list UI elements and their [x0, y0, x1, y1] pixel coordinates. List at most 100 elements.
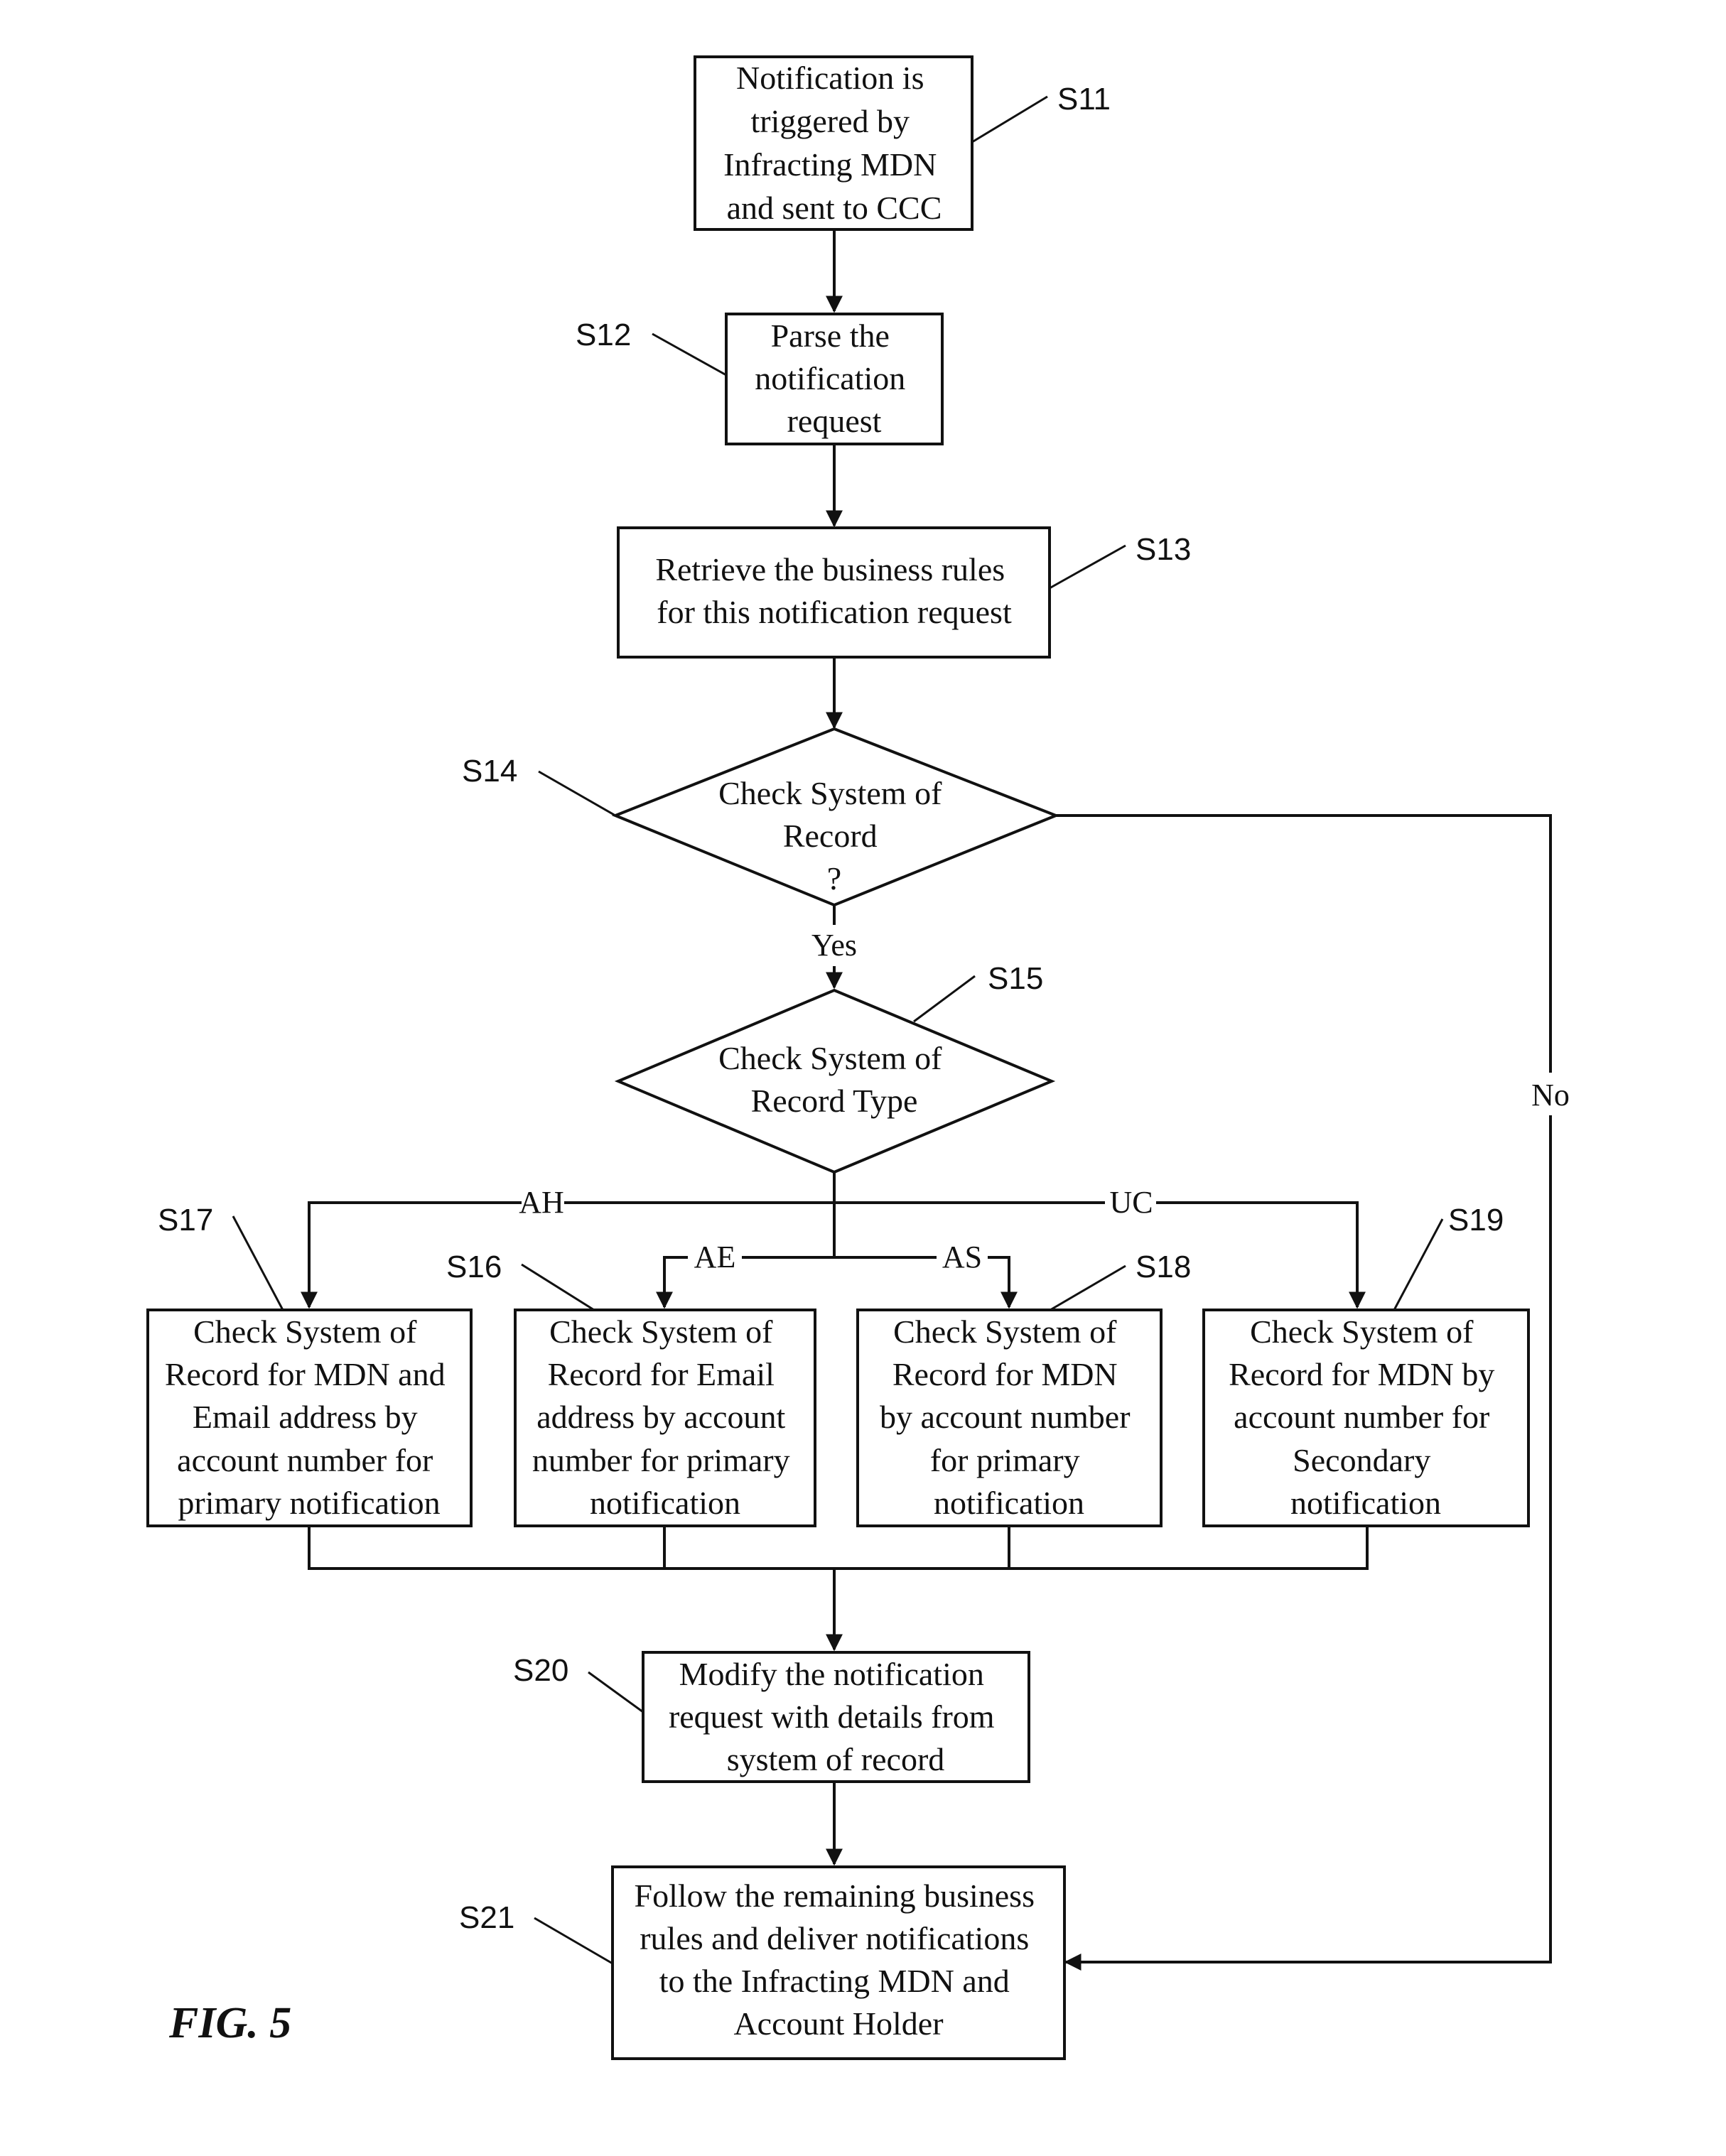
- leader-s14: [538, 770, 616, 817]
- label-mask: [1521, 1073, 1580, 1115]
- s19-line: notification: [1290, 1485, 1441, 1521]
- leader-s17: [232, 1215, 284, 1311]
- s20-line: system of record: [727, 1741, 945, 1777]
- s20-text: Modify the notification request with det…: [669, 1656, 1003, 1777]
- s19-line: Record for MDN by: [1229, 1356, 1494, 1392]
- leader-s16: [521, 1263, 595, 1311]
- edge-as: [834, 1256, 1018, 1309]
- s14-line: Record: [783, 818, 878, 854]
- edge-ah: [301, 1201, 834, 1309]
- s16-text: Check System of Record for Email address…: [532, 1313, 798, 1521]
- s17-box: [146, 1309, 473, 1527]
- s20-line: Modify the notification: [679, 1656, 984, 1692]
- s17-line: Record for MDN and: [165, 1356, 446, 1392]
- label-mask: [937, 1237, 988, 1277]
- s15-line: Check System of: [718, 1040, 942, 1076]
- s17-line: primary notification: [178, 1485, 440, 1521]
- s16-line: address by account: [536, 1399, 785, 1435]
- edge-label-as: AS: [942, 1240, 982, 1274]
- edge-label-uc: UC: [1109, 1185, 1153, 1220]
- s18-line: Check System of: [893, 1313, 1117, 1350]
- step-label-s11: S11: [1057, 82, 1111, 117]
- edge-label-no: No: [1531, 1078, 1570, 1112]
- leader-s18: [1050, 1264, 1126, 1311]
- s18-line: Record for MDN: [892, 1356, 1118, 1392]
- s19-line: Secondary: [1293, 1442, 1430, 1478]
- s20-box: [642, 1651, 1030, 1783]
- s19-text: Check System of Record for MDN by accoun…: [1229, 1313, 1503, 1521]
- s19-box: [1202, 1309, 1530, 1527]
- s15-diamond: [614, 988, 1056, 1174]
- leader-s15: [913, 975, 976, 1023]
- s14-diamond: [611, 727, 1060, 907]
- edge-ae: [656, 1256, 834, 1309]
- label-mask: [522, 1183, 564, 1223]
- s16-line: number for primary: [532, 1442, 790, 1478]
- s18-box: [856, 1309, 1163, 1527]
- s17-text: Check System of Record for MDN and Email…: [165, 1313, 453, 1521]
- s14-line: Check System of: [718, 775, 942, 811]
- step-label-s13: S13: [1136, 532, 1191, 567]
- s12-line: Parse the: [771, 318, 890, 354]
- step-label-s16: S16: [446, 1250, 502, 1284]
- edge-label-yes: Yes: [811, 928, 857, 963]
- s14-text: Check System of Record ?: [718, 775, 950, 896]
- s13-box: [617, 526, 1051, 659]
- s11-line: and sent to CCC: [727, 190, 942, 226]
- s12-line: request: [787, 403, 882, 439]
- step-label-s12: S12: [576, 318, 631, 352]
- step-label-s18: S18: [1136, 1250, 1191, 1284]
- label-mask: [1105, 1183, 1156, 1223]
- leader-s19: [1393, 1218, 1444, 1311]
- s20-line: request with details from: [669, 1699, 995, 1735]
- edge-label-ae: AE: [694, 1240, 736, 1274]
- figure-label: FIG. 5: [168, 1999, 291, 2047]
- s19-line: Check System of: [1250, 1313, 1474, 1350]
- s17-line: account number for: [177, 1442, 433, 1478]
- leader-s13: [1049, 544, 1126, 590]
- s12-text: Parse the notification request: [755, 318, 914, 439]
- s17-line: Email address by: [193, 1399, 418, 1435]
- connectors: [301, 229, 1552, 1971]
- s18-line: by account number: [880, 1399, 1131, 1435]
- step-label-s20: S20: [513, 1653, 568, 1688]
- label-mask: [688, 1237, 742, 1277]
- s15-line: Record Type: [751, 1083, 918, 1119]
- leader-s20: [588, 1671, 644, 1713]
- s21-line: to the Infracting MDN and: [659, 1963, 1010, 1999]
- s21-line: Account Holder: [733, 2005, 943, 2042]
- step-label-s14: S14: [462, 754, 517, 789]
- s15-text: Check System of Record Type: [718, 1040, 950, 1119]
- s21-text: Follow the remaining business rules and …: [635, 1878, 1043, 2042]
- s21-line: rules and deliver notifications: [640, 1920, 1029, 1956]
- step-label-s17: S17: [158, 1203, 213, 1237]
- edge-s14-no: [1056, 814, 1552, 1971]
- s13-line: for this notification request: [657, 594, 1012, 630]
- s11-line: Notification is: [736, 60, 924, 96]
- s12-box: [725, 313, 944, 445]
- leader-s11: [971, 95, 1048, 143]
- s19-line: account number for: [1234, 1399, 1489, 1435]
- s18-text: Check System of Record for MDN by accoun…: [880, 1313, 1138, 1521]
- s11-line: triggered by: [750, 103, 910, 139]
- s18-line: for primary: [930, 1442, 1080, 1478]
- s12-line: notification: [755, 360, 905, 396]
- s17-line: Check System of: [193, 1313, 417, 1350]
- merge-bus: [308, 1526, 1369, 1570]
- edge-uc: [834, 1201, 1366, 1309]
- s16-line: Record for Email: [548, 1356, 775, 1392]
- step-label-s21: S21: [459, 1900, 514, 1935]
- step-label-s19: S19: [1448, 1203, 1504, 1237]
- s16-box: [514, 1309, 816, 1527]
- s13-text: Retrieve the business rules for this not…: [655, 551, 1013, 630]
- s11-box: [694, 55, 973, 231]
- s16-line: notification: [590, 1485, 740, 1521]
- s16-line: Check System of: [549, 1313, 773, 1350]
- edge-label-ah: AH: [519, 1185, 564, 1220]
- s21-box: [611, 1865, 1066, 2060]
- s18-line: notification: [934, 1485, 1084, 1521]
- s11-line: Infracting MDN: [723, 146, 937, 183]
- s14-line: ?: [827, 860, 841, 896]
- s13-line: Retrieve the business rules: [655, 551, 1005, 587]
